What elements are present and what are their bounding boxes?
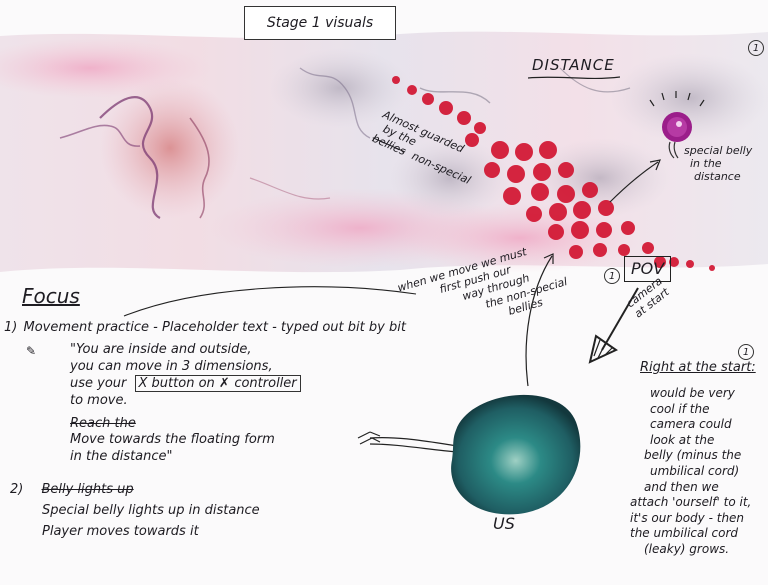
belly-dot bbox=[457, 111, 471, 125]
belly-dot bbox=[439, 101, 453, 115]
pov-box: POV bbox=[624, 256, 672, 282]
page-number-text: 1 bbox=[752, 42, 760, 54]
belly-dot bbox=[539, 141, 557, 159]
belly-dot bbox=[642, 242, 654, 254]
belly-dot bbox=[507, 165, 525, 183]
belly-dot bbox=[621, 221, 635, 235]
belly-dot bbox=[596, 222, 612, 238]
belly-dot bbox=[392, 76, 400, 84]
distance-label: DISTANCE bbox=[532, 56, 615, 74]
belly-dot bbox=[465, 133, 479, 147]
belly-dot bbox=[515, 143, 533, 161]
non-special-bellies bbox=[392, 76, 715, 271]
belly-dot bbox=[569, 245, 583, 259]
belly-dot bbox=[407, 85, 417, 95]
pov-label: POV bbox=[631, 259, 665, 278]
item-2-number: 2) bbox=[10, 482, 24, 497]
item-2-line-2: Player moves towards it bbox=[42, 523, 199, 539]
scribble-icon: ✎ bbox=[26, 344, 37, 358]
belly-dot bbox=[571, 221, 589, 239]
belly-dot bbox=[686, 260, 694, 268]
belly-dot bbox=[531, 183, 549, 201]
belly-dot bbox=[474, 122, 486, 134]
item-2-struck: Belly lights up bbox=[41, 482, 134, 497]
belly-dot bbox=[533, 163, 551, 181]
right-note-number-badge: 1 bbox=[738, 344, 754, 360]
focus-title: Focus bbox=[22, 284, 80, 308]
struck-reach-text: Reach the bbox=[70, 415, 136, 431]
belly-dot bbox=[654, 256, 666, 268]
belly-dot bbox=[618, 244, 630, 256]
x-button-box: X button on ✗ controller bbox=[134, 374, 301, 392]
belly-dot bbox=[598, 200, 614, 216]
belly-dot bbox=[573, 201, 591, 219]
us-label: US bbox=[493, 514, 515, 533]
distance-underline bbox=[528, 76, 620, 80]
cord-end-icon bbox=[357, 431, 381, 445]
belly-dot bbox=[484, 162, 500, 178]
item-1-quote: "You are inside and outside, you can mov… bbox=[70, 342, 301, 466]
glow-lines-icon bbox=[649, 91, 705, 107]
special-belly-icon bbox=[662, 112, 692, 159]
belly-dot bbox=[557, 185, 575, 203]
up-arrow-icon bbox=[525, 253, 554, 387]
page-number-badge: 1 bbox=[748, 40, 764, 56]
right-note-body: would be very cool if the camera could l… bbox=[630, 386, 752, 556]
belly-dot bbox=[669, 257, 679, 267]
watercolor-strip bbox=[0, 31, 768, 273]
belly-dot bbox=[548, 224, 564, 240]
belly-dot bbox=[503, 187, 521, 205]
belly-dot bbox=[582, 182, 598, 198]
belly-dot bbox=[709, 265, 715, 271]
special-belly-note: special belly in the distance bbox=[684, 144, 753, 184]
item-2-line-1: Special belly lights up in distance bbox=[42, 502, 260, 518]
stage-title-box: Stage 1 visuals bbox=[244, 6, 396, 40]
item-1-number: 1) bbox=[4, 320, 18, 335]
to-special-arrow-icon bbox=[609, 159, 661, 203]
pov-number-badge: 1 bbox=[604, 268, 620, 284]
camera-arrow-icon bbox=[588, 287, 639, 364]
item-1-title: Movement practice - Placeholder text - t… bbox=[23, 320, 406, 335]
focus-curve-line bbox=[123, 286, 417, 317]
belly-dot bbox=[558, 162, 574, 178]
stage-title: Stage 1 visuals bbox=[266, 15, 374, 31]
belly-dot bbox=[526, 206, 542, 222]
belly-dot bbox=[491, 141, 509, 159]
belly-dot bbox=[549, 203, 567, 221]
us-belly-icon bbox=[369, 394, 581, 515]
belly-dot bbox=[422, 93, 434, 105]
x-icon: ✗ bbox=[218, 375, 235, 391]
item-1: 1) Movement practice - Placeholder text … bbox=[4, 320, 406, 336]
item-2: 2) Belly lights up Special belly lights … bbox=[10, 480, 260, 542]
right-note-heading: Right at the start: bbox=[640, 360, 756, 375]
belly-dot bbox=[593, 243, 607, 257]
